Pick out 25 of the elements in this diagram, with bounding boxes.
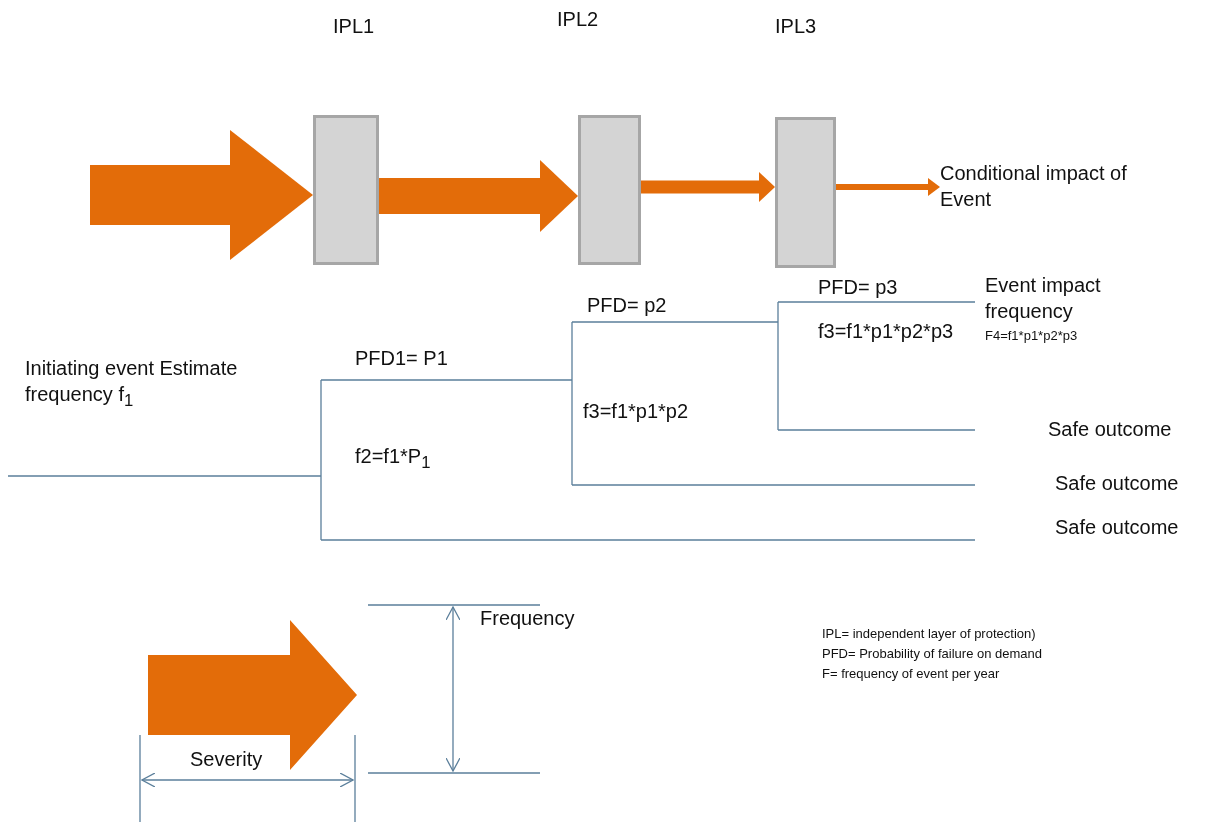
axis-label: Frequency xyxy=(480,606,575,631)
arrow xyxy=(379,160,578,232)
layer-label: IPL1 xyxy=(333,15,375,38)
arrow xyxy=(641,172,775,202)
layer-label: IPL2 xyxy=(557,8,599,31)
outcome-text: Conditional impact of Event xyxy=(940,160,1180,212)
arrow xyxy=(90,130,313,260)
outcome-text: Event impact frequency xyxy=(985,273,1102,324)
note-text: PFD= Probability of failure on demand xyxy=(822,646,1043,663)
arrow xyxy=(836,178,940,196)
formula-text: f3=f1*p1*p2 xyxy=(583,399,689,424)
probability-label: PFD= p2 xyxy=(587,293,667,318)
layer-label: IPL3 xyxy=(775,15,817,38)
outcome-text: Safe outcome xyxy=(1055,515,1179,540)
formula-text: f2=f1*P$_{1}$ xyxy=(355,444,431,474)
formula-text: f3=f1*p1*p2*p3 xyxy=(818,319,954,344)
event-text: Initiating event Estimate frequency f$_{1}$ xyxy=(25,356,239,412)
probability-label: PFD= p3 xyxy=(818,275,898,300)
probability-label: PFD1= P1 xyxy=(355,346,448,371)
outcome-text: Safe outcome xyxy=(1055,471,1179,496)
axis-label: Severity xyxy=(190,747,263,772)
formula-text: F4=f1*p1*p2*p3 xyxy=(985,328,1078,345)
note-text: F= frequency of event per year xyxy=(822,666,1000,683)
note-text: IPL= independent layer of protection) xyxy=(822,626,1036,643)
outcome-text: Safe outcome xyxy=(1048,417,1172,442)
